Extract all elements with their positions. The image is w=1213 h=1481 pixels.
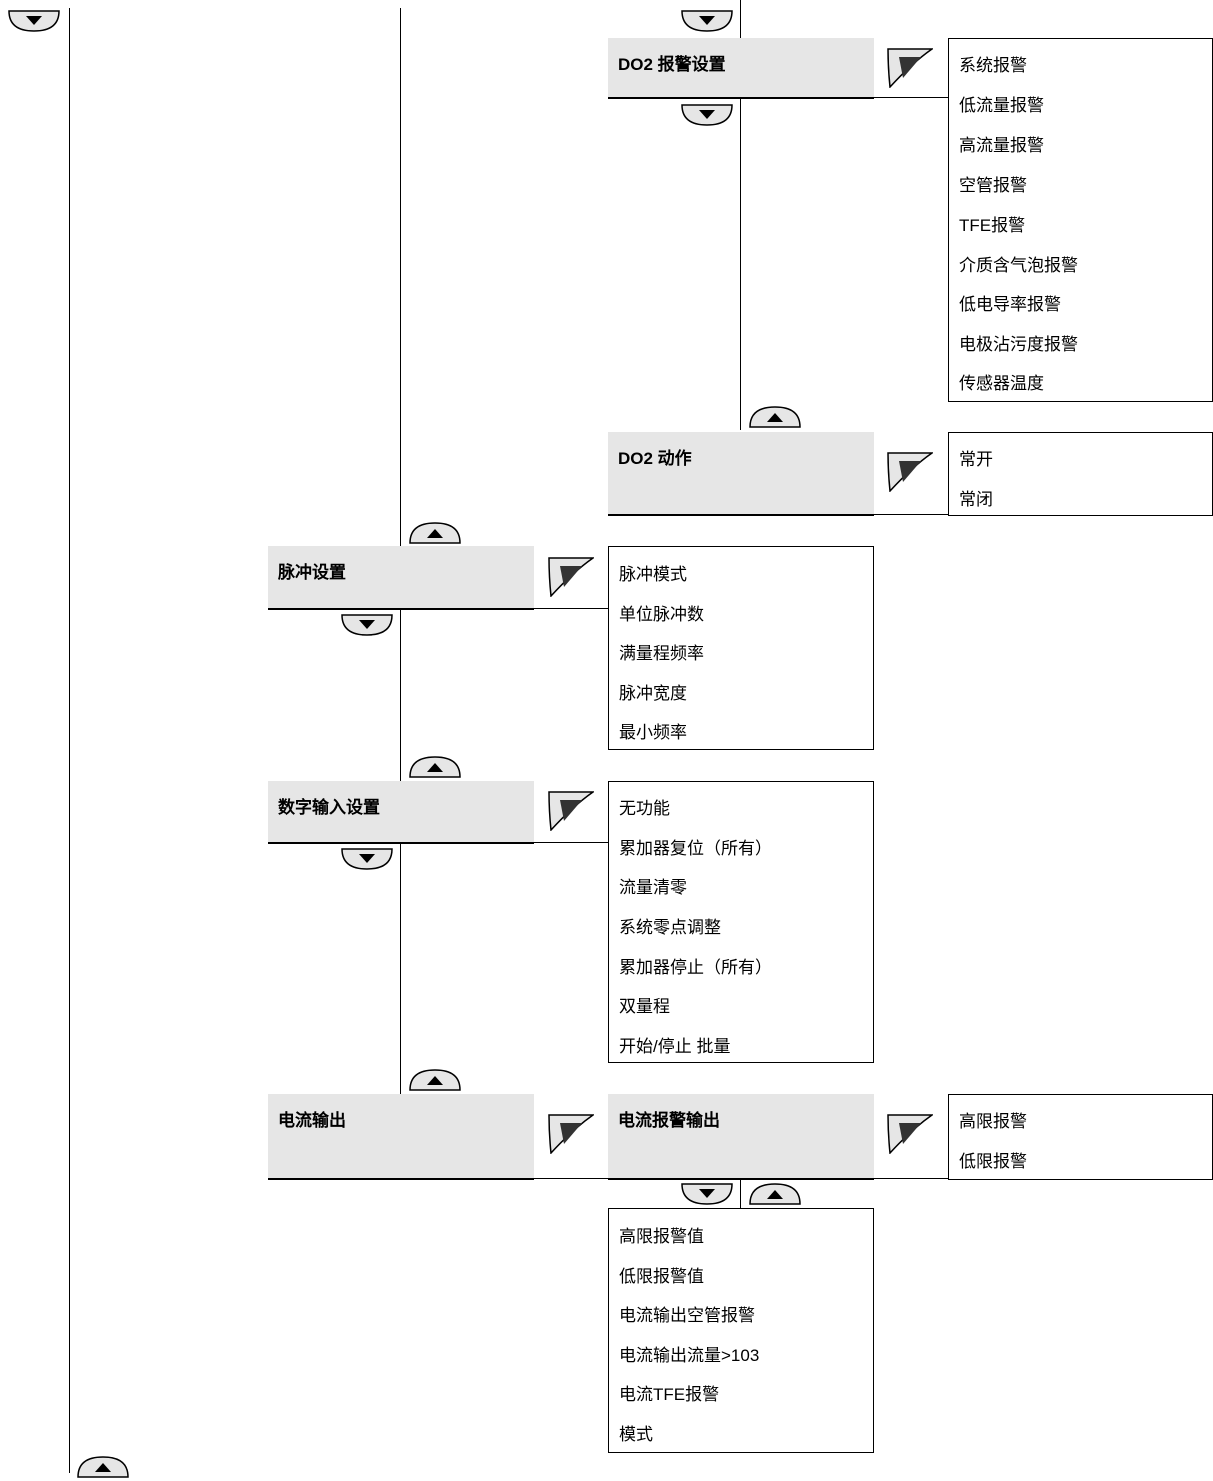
menu-label: 数字输入设置 (278, 798, 380, 817)
list-item[interactable]: 脉冲宽度 (619, 684, 687, 703)
do2-alarm-options-list: 系统报警 低流量报警 高流量报警 空管报警 TFE报警 介质含气泡报警 低电导率… (948, 38, 1213, 402)
up-arrow-button[interactable] (77, 1456, 129, 1478)
list-item[interactable]: 单位脉冲数 (619, 605, 704, 624)
list-item[interactable]: 空管报警 (959, 176, 1027, 195)
list-item[interactable]: 累加器复位（所有） (619, 839, 772, 858)
list-item[interactable]: 累加器停止（所有） (619, 958, 772, 977)
list-item[interactable]: 脉冲模式 (619, 565, 687, 584)
menu-label: 电流报警输出 (618, 1111, 720, 1130)
menu-label: DO2 报警设置 (618, 55, 726, 74)
menu-digital-input[interactable]: 数字输入设置 (268, 781, 534, 844)
list-item[interactable]: 电极沾污度报警 (959, 335, 1078, 354)
menu-label: DO2 动作 (618, 449, 692, 468)
list-item[interactable]: 电流TFE报警 (619, 1385, 720, 1404)
up-arrow-button[interactable] (749, 406, 801, 428)
menu-label: 脉冲设置 (278, 563, 346, 582)
list-item[interactable]: 系统报警 (959, 56, 1027, 75)
list-item[interactable]: 低限报警值 (619, 1267, 704, 1286)
list-item[interactable]: 常开 (959, 450, 993, 469)
list-item[interactable]: 低限报警 (959, 1152, 1027, 1171)
up-arrow-button[interactable] (409, 756, 461, 778)
list-item[interactable]: 低流量报警 (959, 96, 1044, 115)
list-item[interactable]: 高限报警值 (619, 1227, 704, 1246)
list-item[interactable]: 最小频率 (619, 723, 687, 742)
main-vertical-line (69, 8, 70, 1473)
list-item[interactable]: 开始/停止 批量 (619, 1037, 731, 1056)
menu-current-alarm-output[interactable]: 电流报警输出 (608, 1094, 874, 1180)
down-arrow-button[interactable] (681, 10, 733, 32)
do2-alarm-connector-line (874, 97, 948, 98)
list-item[interactable]: 系统零点调整 (619, 918, 721, 937)
down-arrow-button[interactable] (681, 1183, 733, 1205)
up-arrow-button[interactable] (409, 522, 461, 544)
menu-do2-action[interactable]: DO2 动作 (608, 432, 874, 516)
list-item[interactable]: 常闭 (959, 490, 993, 509)
digital-input-options-list: 无功能 累加器复位（所有） 流量清零 系统零点调整 累加器停止（所有） 双量程 … (608, 781, 874, 1063)
right-arrow-button[interactable] (887, 1114, 933, 1154)
up-arrow-button[interactable] (749, 1183, 801, 1205)
down-arrow-button[interactable] (341, 848, 393, 870)
menu-current-output[interactable]: 电流输出 (268, 1094, 534, 1180)
menu-do2-alarm[interactable]: DO2 报警设置 (608, 38, 874, 99)
current-alarm-options-list: 高限报警 低限报警 (948, 1094, 1213, 1180)
down-arrow-button[interactable] (8, 10, 60, 32)
list-item[interactable]: 高流量报警 (959, 136, 1044, 155)
right-arrow-button[interactable] (887, 48, 933, 88)
do2-action-connector-line (874, 514, 948, 515)
list-item[interactable]: 无功能 (619, 799, 670, 818)
current-alarm-vertical-line (740, 1178, 741, 1208)
list-item[interactable]: 电流输出空管报警 (619, 1306, 755, 1325)
list-item[interactable]: TFE报警 (959, 216, 1026, 235)
right-arrow-button[interactable] (548, 557, 594, 597)
up-arrow-button[interactable] (409, 1069, 461, 1091)
pulse-connector-line (534, 608, 608, 609)
right-arrow-button[interactable] (548, 1114, 594, 1154)
list-item[interactable]: 介质含气泡报警 (959, 256, 1078, 275)
right-arrow-button[interactable] (887, 452, 933, 492)
down-arrow-button[interactable] (681, 104, 733, 126)
current-output-connector-line (534, 1178, 608, 1179)
list-item[interactable]: 满量程频率 (619, 644, 704, 663)
list-item[interactable]: 模式 (619, 1425, 653, 1444)
right-arrow-button[interactable] (548, 791, 594, 831)
digital-input-connector-line (534, 842, 608, 843)
menu-label: 电流输出 (278, 1111, 346, 1130)
list-item[interactable]: 电流输出流量>103 (619, 1346, 760, 1365)
do2-vertical-line (740, 0, 741, 430)
down-arrow-button[interactable] (341, 614, 393, 636)
list-item[interactable]: 低电导率报警 (959, 295, 1061, 314)
current-alarm-values-list: 高限报警值 低限报警值 电流输出空管报警 电流输出流量>103 电流TFE报警 … (608, 1208, 874, 1453)
pulse-options-list: 脉冲模式 单位脉冲数 满量程频率 脉冲宽度 最小频率 (608, 546, 874, 750)
menu-pulse[interactable]: 脉冲设置 (268, 546, 534, 610)
list-item[interactable]: 传感器温度 (959, 374, 1044, 393)
list-item[interactable]: 高限报警 (959, 1112, 1027, 1131)
do2-action-options-list: 常开 常闭 (948, 432, 1213, 516)
current-alarm-connector-line (874, 1178, 948, 1179)
list-item[interactable]: 双量程 (619, 997, 670, 1016)
list-item[interactable]: 流量清零 (619, 878, 687, 897)
